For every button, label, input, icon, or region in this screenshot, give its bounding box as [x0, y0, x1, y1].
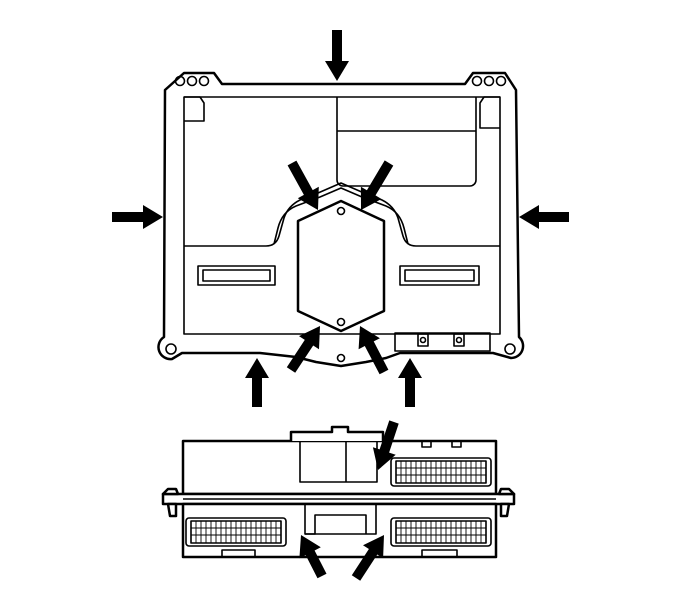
- side-connector-upper: [390, 457, 492, 487]
- arrow-7: [358, 326, 389, 375]
- module-inner-panel: [183, 96, 501, 335]
- side-lower-body: [181, 502, 498, 559]
- force-arrows: [112, 30, 569, 581]
- arrow-5: [360, 160, 394, 210]
- arrow-2: [112, 205, 163, 229]
- arrow-3: [519, 205, 569, 229]
- connector-slot-left: [197, 265, 276, 286]
- arrow-12: [351, 535, 384, 581]
- center-plate: [296, 199, 386, 333]
- terminal-block: [394, 332, 491, 352]
- cover-plate: [336, 97, 477, 187]
- module-side-view: [161, 425, 516, 559]
- module-top-view: [157, 71, 525, 368]
- side-top-block: [289, 425, 385, 441]
- side-connector-lower-left: [185, 517, 287, 547]
- arrow-1: [325, 30, 349, 81]
- arrow-11: [299, 535, 327, 579]
- arrow-6: [286, 326, 320, 373]
- mounting-holes: [165, 75, 516, 363]
- arrow-4: [287, 160, 319, 210]
- connector-slot-right: [399, 265, 480, 286]
- arrow-9: [398, 358, 422, 407]
- side-connector-lower-right: [390, 517, 492, 547]
- arrow-10: [372, 420, 399, 470]
- arrow-8: [245, 358, 269, 407]
